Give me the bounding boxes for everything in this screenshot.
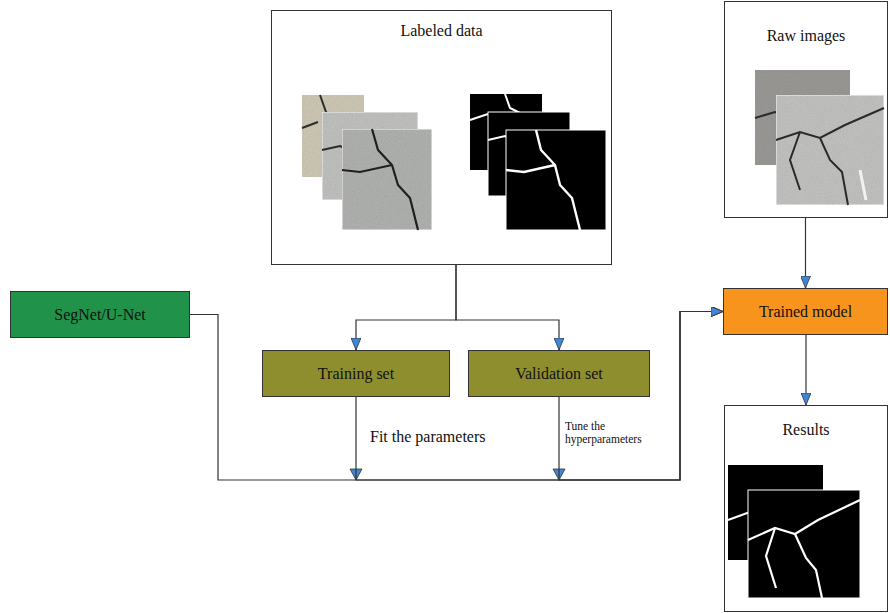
connector [805,335,806,405]
connector [456,265,559,350]
network-box: SegNet/U-Net [10,291,190,338]
connector [356,265,456,350]
dataset-box: Training set [262,350,450,397]
output-panel: Results [724,405,888,612]
concrete-photo [302,95,432,230]
result-mask [728,465,860,598]
edge-label: Fit the parameters [370,428,486,446]
edge-label: Tune the hyperparameters [565,420,673,446]
node-label: Results [782,420,829,439]
node-label: Raw images [767,26,846,45]
data-panel: Labeled data [271,10,612,265]
node-label: Trained model [759,302,852,321]
crack-mask [470,94,606,230]
node-label: Labeled data [400,21,482,40]
node-label: SegNet/U-Net [54,305,146,324]
node-label: Training set [318,364,394,383]
input-panel: Raw images [724,1,888,218]
connector [805,218,806,288]
node-label: Validation set [515,364,603,383]
dataset-box: Validation set [468,350,650,397]
raw-photo [755,70,884,205]
connector [190,312,723,481]
model-box: Trained model [723,288,888,335]
